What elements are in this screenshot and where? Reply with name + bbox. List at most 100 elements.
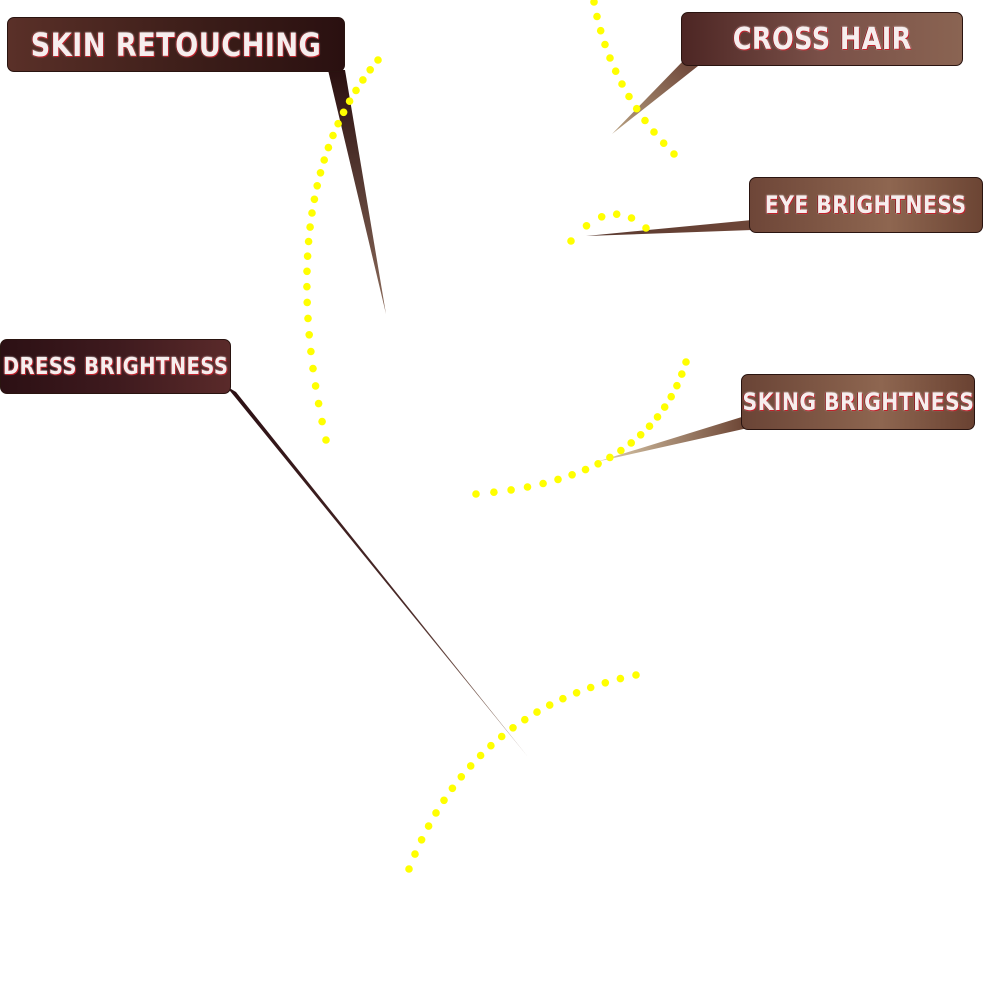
arc-left-face-dot	[303, 252, 312, 260]
arc-dress-dot	[440, 796, 448, 805]
arc-left-face-dot	[303, 298, 312, 307]
arc-hair-dot	[606, 54, 614, 62]
arc-dress-dot	[432, 809, 440, 817]
dotted-arcs	[303, 0, 690, 873]
arc-dress-dot	[417, 836, 426, 844]
arc-hair-dot	[618, 80, 626, 88]
arc-cheek-dot	[653, 413, 662, 421]
arc-left-face-dot	[311, 382, 320, 390]
arc-left-face-dot	[304, 314, 312, 323]
arc-eye-dot	[597, 213, 606, 221]
arc-left-face-dot	[352, 86, 360, 95]
pointer-sking-brightness	[596, 416, 748, 462]
arc-cheek-dot	[627, 439, 635, 447]
label-text: CROSS HAIR	[732, 21, 912, 57]
arc-left-face-dot	[359, 76, 367, 84]
arc-cheek-dot	[594, 460, 602, 468]
arc-left-face-dot	[324, 143, 333, 152]
arc-dress-dot	[632, 671, 640, 679]
arc-cheek-dot	[667, 392, 675, 401]
label-text: SKING BRIGHTNESS	[742, 388, 974, 416]
arc-cheek-dot	[507, 486, 515, 494]
arc-left-face-dot	[374, 56, 382, 64]
arc-left-face-dot	[303, 282, 311, 291]
label-sking-brightness: SKING BRIGHTNESS	[741, 374, 975, 430]
arc-left-face-dot	[309, 364, 317, 373]
arc-cheek-dot	[682, 358, 690, 366]
label-skin-retouching: SKIN RETOUCHING	[7, 17, 345, 72]
pointer-cross-hair	[612, 60, 698, 134]
arc-hair-dot	[601, 40, 609, 49]
arc-cheek-dot	[673, 381, 681, 390]
arc-cheek-dot	[581, 465, 590, 474]
arc-dress-dot	[601, 679, 610, 687]
arc-dress-dot	[424, 822, 433, 830]
arc-dress-dot	[559, 694, 567, 703]
arc-dress-dot	[466, 762, 475, 770]
arc-left-face-dot	[339, 108, 348, 117]
arc-left-face-dot	[318, 417, 326, 426]
arc-dress-dot	[405, 865, 413, 873]
arc-cheek-dot	[568, 471, 576, 479]
label-cross-hair: CROSS HAIR	[681, 12, 963, 66]
arc-left-face-dot	[306, 223, 314, 231]
pointer-eye-brightness	[586, 220, 752, 236]
label-eye-brightness: EYE BRIGHTNESS	[749, 177, 983, 233]
arc-left-face-dot	[313, 182, 322, 190]
arc-left-face-dot	[334, 119, 342, 128]
arc-cheek-dot	[539, 479, 547, 488]
arc-hair-dot	[632, 104, 641, 113]
arc-dress-dot	[509, 724, 517, 732]
arc-hair-dot	[650, 128, 658, 136]
arc-dress-dot	[616, 674, 625, 683]
arc-dress-dot	[533, 708, 541, 716]
arc-hair-dot	[590, 0, 598, 6]
arc-left-face-dot	[304, 237, 313, 246]
pointer-dress-brightness	[226, 386, 528, 757]
arc-left-face-dot	[305, 331, 314, 339]
arc-dress-dot	[411, 850, 419, 858]
arc-cheek-dot	[678, 370, 686, 378]
arc-left-face-dot	[307, 347, 315, 356]
arc-dress-dot	[448, 784, 457, 793]
arc-cheek-dot	[636, 431, 645, 439]
arc-dress-dot	[487, 741, 495, 750]
arc-cheek-dot	[660, 403, 669, 411]
arc-hair-dot	[593, 12, 601, 21]
arc-hair-dot	[611, 67, 620, 75]
arc-cheek-dot	[645, 422, 654, 431]
label-text: DRESS BRIGHTNESS	[2, 353, 229, 380]
arc-left-face-dot	[310, 195, 319, 204]
arc-dress-dot	[497, 732, 506, 741]
arc-dress-dot	[572, 689, 581, 697]
label-text: SKIN RETOUCHING	[30, 25, 322, 64]
arc-hair-dot	[670, 150, 678, 158]
arc-cheek-dot	[617, 446, 625, 455]
arc-hair-dot	[659, 139, 668, 147]
arc-dress-dot	[457, 773, 466, 781]
arc-hair-dot	[641, 116, 649, 125]
arc-left-face-dot	[320, 156, 329, 164]
pointer-skin-retouching	[328, 70, 386, 314]
arc-cheek-dot	[606, 453, 614, 462]
arc-cheek-dot	[554, 475, 562, 484]
arc-dress-dot	[476, 751, 485, 760]
arc-left-face-dot	[366, 66, 375, 74]
arc-dress-dot	[586, 683, 595, 692]
arc-cheek-dot	[472, 490, 480, 498]
arc-eye-dot	[567, 237, 575, 245]
label-dress-brightness: DRESS BRIGHTNESS	[0, 339, 231, 394]
arc-hair-dot	[625, 92, 633, 101]
arc-eye-dot	[627, 214, 636, 222]
arc-left-face-dot	[316, 169, 325, 177]
arc-left-face-dot	[322, 436, 330, 444]
arc-eye-dot	[612, 210, 621, 218]
label-text: EYE BRIGHTNESS	[765, 191, 967, 219]
arc-left-face-dot	[314, 399, 323, 408]
arc-cheek-dot	[523, 483, 532, 491]
arc-left-face-dot	[345, 97, 354, 105]
arc-eye-dot	[642, 224, 650, 232]
arc-left-face-dot	[303, 267, 311, 276]
